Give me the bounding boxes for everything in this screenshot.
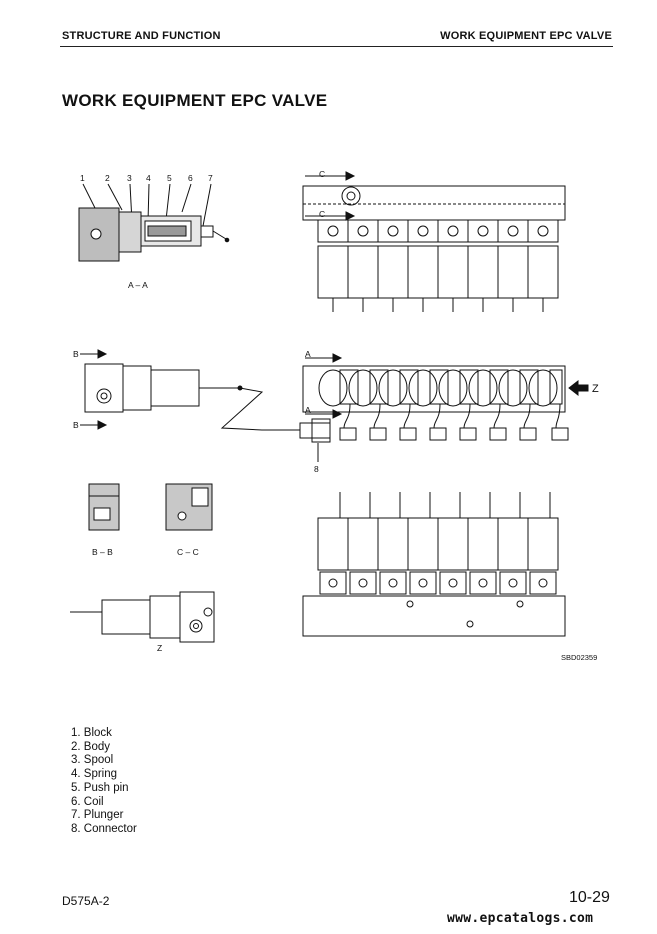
- top-view-valve-row: [317, 219, 559, 312]
- arrow-label-c-top: C: [319, 169, 325, 179]
- callout-3: 3: [127, 173, 132, 183]
- footer-watermark-link[interactable]: www.epcatalogs.com: [447, 911, 594, 926]
- footer-model: D575A-2: [62, 894, 110, 908]
- view-label-cc: C – C: [177, 547, 199, 557]
- callout-4: 4: [146, 173, 151, 183]
- view-label-bb: B – B: [92, 547, 113, 557]
- callout-5: 5: [167, 173, 172, 183]
- list-item: 7. Plunger: [71, 809, 124, 822]
- arrow-label-a-top: A: [305, 349, 311, 359]
- parts-list: 1. Block 2. Body 3. Spool 4. Spring 5. P…: [71, 727, 137, 837]
- section-cc-view: C – C: [165, 483, 213, 557]
- section-aa-view: 1 2 3 4 5 6 7 A – A: [78, 173, 230, 290]
- list-item: 5. Push pin: [71, 781, 129, 794]
- callout-1: 1: [80, 173, 85, 183]
- list-item: 4. Spring: [71, 768, 118, 781]
- view-label-z: Z: [157, 643, 162, 653]
- page-title: WORK EQUIPMENT EPC VALVE: [62, 91, 328, 110]
- list-item: 1. Block: [71, 727, 112, 739]
- arrow-label-b-bottom: B: [73, 420, 79, 430]
- header-rule: [60, 46, 613, 47]
- list-item: 8. Connector: [71, 822, 137, 835]
- bottom-front-view: [302, 492, 566, 637]
- bottom-view-valve-row: [317, 492, 559, 595]
- list-item: 6. Coil: [71, 795, 104, 808]
- callout-7: 7: [208, 173, 213, 183]
- view-label-aa: A – A: [128, 280, 148, 290]
- z-view: Z: [70, 591, 215, 653]
- header-page-topic: WORK EQUIPMENT EPC VALVE: [440, 30, 612, 42]
- header-section-title: STRUCTURE AND FUNCTION: [62, 30, 221, 42]
- arrow-label-a-bottom: A: [305, 405, 311, 415]
- front-view-coil-row: [318, 369, 569, 441]
- section-bb-view: B – B: [88, 483, 120, 557]
- list-item: 2. Body: [71, 740, 110, 753]
- block-top-view: C C: [302, 169, 566, 312]
- arrow-label-b-top: B: [73, 349, 79, 359]
- arrow-label-z: Z: [592, 383, 599, 395]
- list-item: 3. Spool: [71, 754, 114, 767]
- footer-page-number: 10-29: [569, 889, 610, 906]
- side-view: B B 8: [73, 349, 331, 474]
- front-view: A A Z: [302, 349, 599, 441]
- callout-2: 2: [105, 173, 110, 183]
- figure-code: SBD02359: [561, 653, 597, 662]
- callout-6: 6: [188, 173, 193, 183]
- arrow-label-c-bottom: C: [319, 209, 325, 219]
- callout-8: 8: [314, 464, 319, 474]
